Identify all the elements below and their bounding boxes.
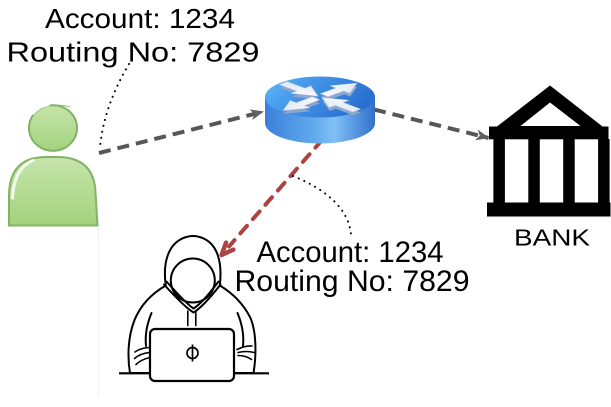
svg-text:Routing No: 7829: Routing No: 7829: [7, 37, 260, 68]
svg-text:BANK: BANK: [514, 225, 591, 251]
svg-text:Routing No: 7829: Routing No: 7829: [235, 265, 470, 298]
svg-text:Account: 1234: Account: 1234: [257, 236, 444, 269]
svg-text:Account: 1234: Account: 1234: [45, 3, 235, 34]
